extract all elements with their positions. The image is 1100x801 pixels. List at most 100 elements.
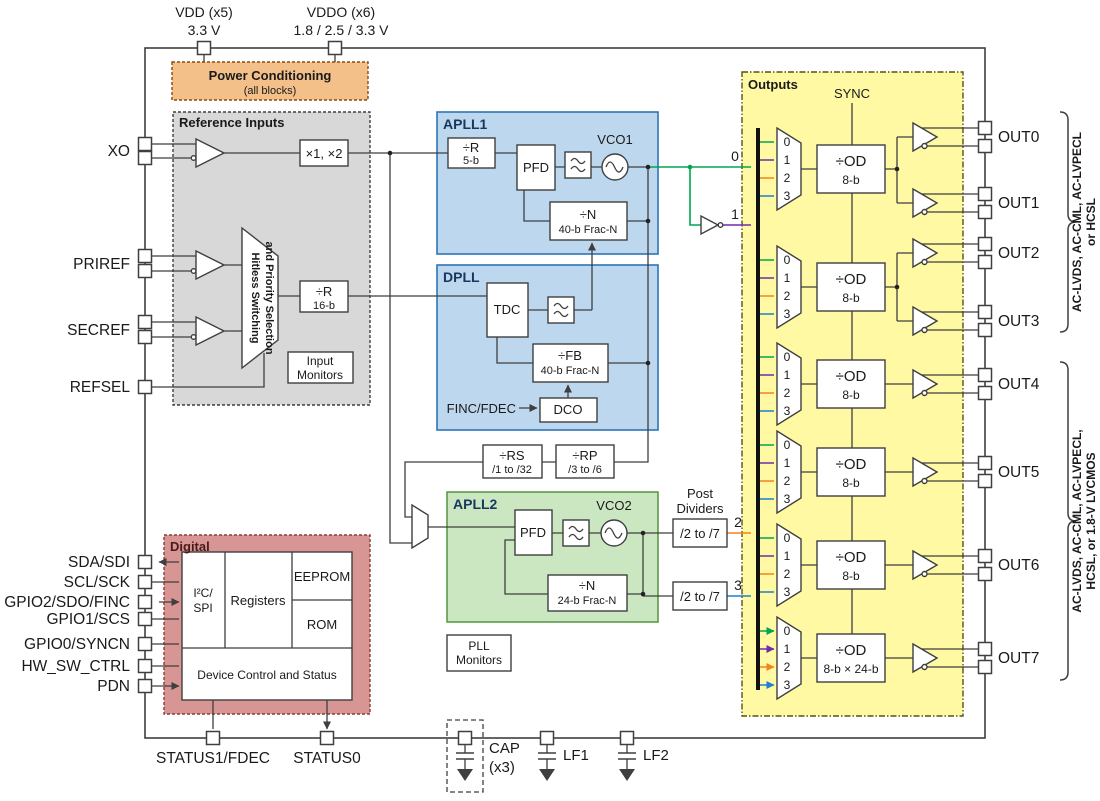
mux1-in1: 1	[784, 153, 791, 167]
digital-bidir-arrows	[159, 562, 179, 602]
hitless-switching-mux	[241, 226, 279, 370]
vco2-sine-icon	[604, 527, 623, 539]
device-control-label: Device Control and Status	[197, 668, 336, 682]
apll2-pfd-box	[514, 509, 553, 556]
vco2-label: VCO2	[596, 498, 631, 513]
od4-label2: 8-b	[842, 476, 860, 490]
xo-buffer-bubble	[190, 154, 197, 161]
status-arrows	[212, 700, 327, 729]
mux3-in1: 1	[784, 368, 791, 382]
od1-label2: 8-b	[842, 173, 860, 187]
out5-mux	[776, 429, 802, 515]
rs-divider-box	[482, 444, 543, 479]
secref-pin-label: SECREF	[67, 322, 130, 339]
vddo-voltage: 1.8 / 2.5 / 3.3 V	[294, 22, 390, 38]
out7-label: OUT7	[998, 650, 1039, 667]
lf2-pin	[619, 730, 635, 746]
hw-sw-ctrl-pin	[137, 658, 153, 674]
mux5-in0: 0	[784, 531, 791, 545]
power-conditioning-title: Power Conditioning	[209, 68, 332, 83]
status0-pin	[319, 730, 335, 746]
clock-distribution-bus	[756, 128, 760, 690]
junction-dot	[640, 591, 646, 597]
signal3-label: 3	[734, 577, 742, 593]
od4-box	[816, 447, 886, 497]
mux4-in1: 1	[784, 456, 791, 470]
scl-sck-label: SCL/SCK	[64, 574, 131, 591]
od3-label2: 8-b	[842, 388, 860, 402]
reference-wires	[151, 143, 517, 544]
junction-dot	[894, 284, 900, 290]
vddo-pin	[327, 40, 343, 56]
dpll-dco-box	[539, 397, 598, 423]
xo-multiplier-label: ×1, ×2	[306, 146, 343, 161]
priref-pin-p	[137, 248, 153, 264]
out0-3-signaling-label1: AC-LVDS, AC-CML, AC-LVPECL	[1070, 132, 1084, 312]
lf1-ground-icon	[539, 769, 555, 781]
out6-mux	[776, 522, 802, 608]
dpll-loop-filter-icon	[553, 302, 569, 318]
out6-pin-n	[977, 566, 993, 582]
out7-buffer-bubble	[921, 663, 928, 671]
out5-pin-n	[977, 473, 993, 489]
vdd-label: VDD (x5)	[175, 4, 233, 20]
cap-pin	[457, 730, 473, 746]
out0-label: OUT0	[998, 129, 1040, 146]
mux2-in2: 2	[784, 289, 791, 303]
mux6-in3: 3	[784, 678, 791, 692]
od3-box	[816, 359, 886, 409]
mux4-in3: 3	[784, 492, 791, 506]
signal1-label: 1	[731, 206, 739, 222]
hitless-label-line2: and Priority Selection	[263, 241, 275, 354]
i2c-spi-label1: I²C/	[193, 586, 213, 600]
power-wires	[203, 55, 336, 62]
post-divider1-box	[672, 518, 728, 548]
dpll-fb-box	[532, 343, 609, 383]
apll1-loop-filter-box	[564, 151, 592, 179]
rom-label: ROM	[307, 617, 337, 632]
gpio2-pin	[137, 594, 153, 610]
rp-divider-label1: ÷RP	[572, 448, 597, 463]
out4-label: OUT4	[998, 376, 1040, 393]
out7-mux	[776, 615, 802, 701]
digital-core-box	[181, 551, 353, 701]
out4-mux	[776, 341, 802, 427]
pdn-label: PDN	[97, 678, 130, 695]
digital-cell-dividers	[182, 552, 352, 649]
dco-label: DCO	[554, 402, 583, 417]
apll1-divn-label2: 40-b Frac-N	[559, 224, 618, 236]
od5-label2: 8-b	[842, 569, 860, 583]
reference-divr-box	[299, 280, 349, 313]
out2-label: OUT2	[998, 245, 1039, 262]
refsel-pin-label: REFSEL	[70, 379, 131, 396]
out7-pin-n	[977, 659, 993, 675]
out1-label: OUT1	[998, 195, 1039, 212]
vco1-sine-icon	[605, 161, 624, 173]
apll1-loop-filter-icon	[570, 157, 586, 173]
secref-pin-p	[137, 314, 153, 330]
out0-buffer-bubble	[921, 142, 928, 150]
mux6-in0: 0	[784, 624, 791, 638]
mux1-in2: 2	[784, 171, 791, 185]
mux5-in2: 2	[784, 567, 791, 581]
out4-pin-n	[977, 385, 993, 401]
mux1-in0: 0	[784, 135, 791, 149]
apll2-divn-label2: 24-b Frac-N	[558, 595, 617, 607]
out2-pin-n	[977, 254, 993, 270]
od1-box	[816, 144, 886, 194]
out0-pin-p	[977, 120, 993, 136]
gpio1-label: GPIO1/SCS	[46, 611, 130, 628]
junction-dot	[387, 150, 393, 156]
out6-buffer-bubble	[921, 570, 928, 578]
apll2-title: APLL2	[453, 496, 498, 512]
apll1-divr-label1: ÷R	[463, 140, 480, 155]
out01-mux	[776, 126, 802, 212]
signal1-purple-arrows	[723, 159, 774, 649]
dpll-tdc-box	[486, 282, 529, 338]
cap-external-box	[446, 719, 484, 793]
priref-buffer-bubble	[190, 268, 197, 275]
out0-3-bracket	[1059, 111, 1077, 333]
sda-sdi-label: SDA/SDI	[68, 554, 130, 571]
apll1-title: APLL1	[443, 116, 488, 132]
